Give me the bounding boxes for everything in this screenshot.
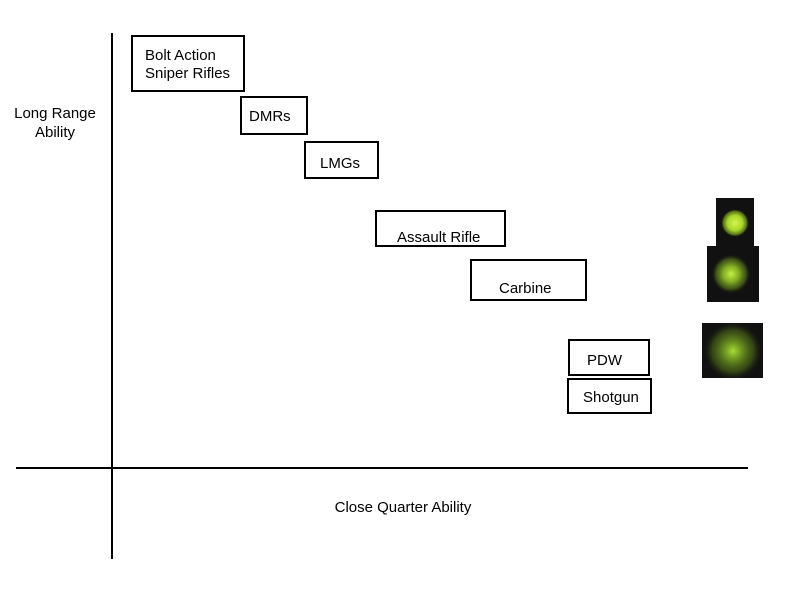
box-pdw: PDW — [568, 339, 650, 376]
box-lmgs: LMGs — [304, 141, 379, 179]
box-dmrs: DMRs — [240, 96, 308, 135]
y-axis-label: Long Range Ability — [14, 105, 96, 141]
box-shotgun: Shotgun — [567, 378, 652, 414]
x-axis-line — [16, 467, 748, 469]
spread-pattern-wide-icon — [702, 323, 763, 378]
box-bolt-action-sniper-rifles: Bolt Action Sniper Rifles — [131, 35, 245, 92]
box-assault-rifle: Assault Rifle — [375, 210, 506, 247]
spread-pattern-tight-icon — [716, 198, 754, 246]
x-axis-label: Close Quarter Ability — [334, 499, 472, 516]
box-carbine: Carbine — [470, 259, 587, 301]
spread-pattern-medium-icon — [707, 246, 759, 302]
y-axis-line — [111, 33, 113, 559]
